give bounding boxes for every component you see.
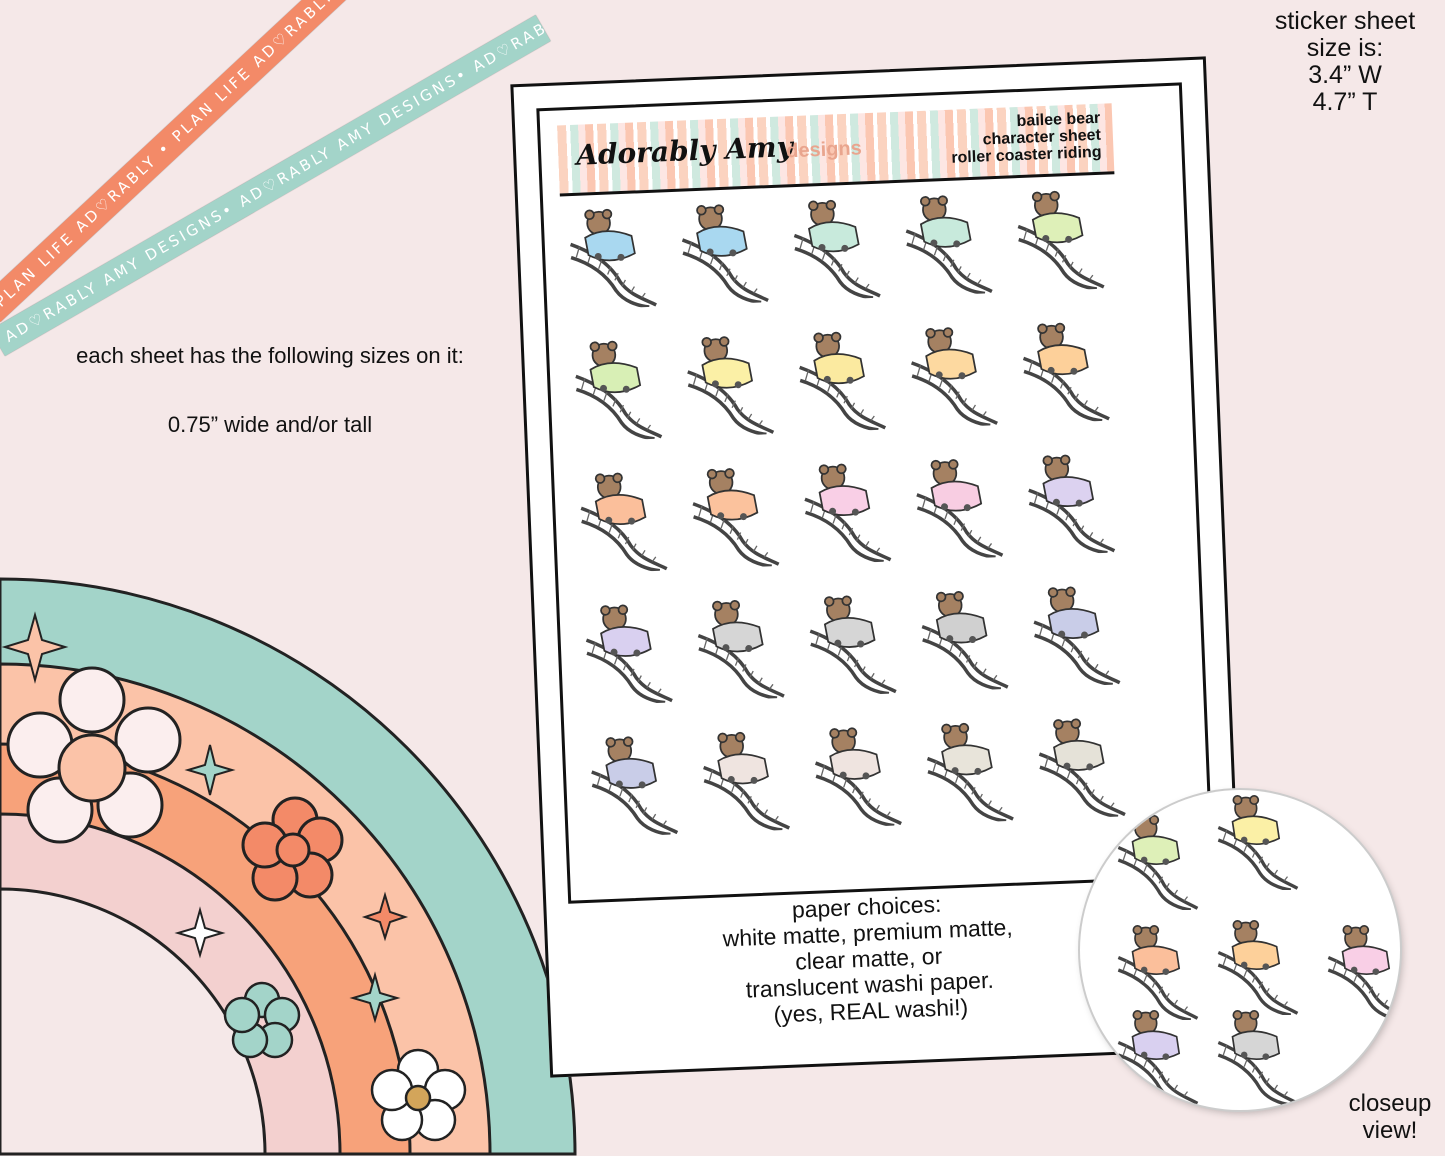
bear-coaster-sticker <box>580 472 668 573</box>
bear-coaster-sticker <box>799 331 887 432</box>
bear-coaster-sticker <box>585 604 673 705</box>
sticker <box>907 451 1024 587</box>
sticker <box>576 597 693 733</box>
closeup-line: view! <box>1362 1117 1418 1144</box>
size-line-1: sticker sheet <box>1274 7 1416 35</box>
sizes-heading: each sheet has the following sizes on it… <box>76 343 464 368</box>
bear-coaster-sticker <box>591 736 679 837</box>
closeup-sticker <box>1210 1005 1310 1110</box>
bear-coaster-sticker <box>687 336 775 437</box>
bear-coaster-sticker <box>1217 795 1299 892</box>
bear-coaster-sticker <box>1217 920 1299 1017</box>
sticker <box>789 324 906 460</box>
sticker <box>571 465 688 601</box>
closeup-line: closeup <box>1348 1090 1432 1117</box>
sticker <box>901 319 1018 455</box>
sticker <box>1013 315 1130 451</box>
sticker <box>581 729 698 865</box>
sticker <box>784 192 901 328</box>
sticker <box>672 196 789 332</box>
sticker <box>693 724 810 860</box>
sticker-grid <box>560 183 1146 865</box>
bear-coaster-sticker <box>1117 925 1199 1022</box>
flower-icon <box>223 981 301 1059</box>
sticker <box>1024 579 1141 715</box>
sticker <box>683 460 800 596</box>
bear-coaster-sticker <box>809 595 897 696</box>
bear-coaster-sticker <box>1017 190 1105 291</box>
bear-coaster-sticker <box>1327 925 1400 1022</box>
bear-coaster-sticker <box>905 195 993 296</box>
sticker <box>1008 183 1125 319</box>
sizes-value: 0.75” wide and/or tall <box>167 412 373 437</box>
sheet-title: bailee bear character sheet roller coast… <box>950 110 1102 167</box>
sticker <box>1029 711 1146 847</box>
bear-coaster-sticker <box>804 463 892 564</box>
paper-choices: paper choices: white matte, premium matt… <box>606 883 1131 1034</box>
closeup-sticker <box>1210 790 1310 895</box>
bear-coaster-sticker <box>569 208 657 309</box>
bear-coaster-sticker <box>1117 815 1199 912</box>
sticker-sheet: Adorably Amy designs bailee bear charact… <box>510 56 1246 1078</box>
bear-coaster-sticker <box>1217 1010 1299 1107</box>
closeup-sticker <box>1110 810 1210 915</box>
sticker <box>795 456 912 592</box>
bear-coaster-sticker <box>1022 322 1110 423</box>
bear-coaster-sticker <box>681 204 769 305</box>
sticker <box>688 592 805 728</box>
rainbow-inner <box>0 887 267 1156</box>
bear-coaster-sticker <box>814 727 902 828</box>
sticker <box>566 333 683 469</box>
flower-icon <box>241 796 344 902</box>
bear-coaster-sticker <box>926 722 1014 823</box>
sheet-size-info: sticker sheet size is: 3.4” W 4.7” T <box>1255 8 1435 116</box>
sticker <box>896 187 1013 323</box>
bear-coaster-sticker <box>1038 718 1126 819</box>
bear-coaster-sticker <box>1033 586 1121 687</box>
flower-icon <box>370 1048 467 1142</box>
sticker <box>805 720 922 856</box>
bear-coaster-sticker <box>575 340 663 441</box>
sticker <box>560 201 677 337</box>
bear-coaster-sticker <box>703 731 791 832</box>
bear-coaster-sticker <box>692 468 780 569</box>
sticker <box>677 328 794 464</box>
sparkle-icon <box>1 611 409 1024</box>
sticker <box>912 583 1029 719</box>
closeup-sticker <box>1320 920 1400 1025</box>
size-line-2: size is: <box>1306 34 1384 62</box>
smiley-flower-icon <box>6 666 182 844</box>
size-height: 4.7” T <box>1312 88 1378 116</box>
size-width: 3.4” W <box>1308 61 1382 89</box>
brand-suffix: designs <box>785 137 863 163</box>
closeup-label: closeup view! <box>1335 1090 1445 1144</box>
sticker <box>1018 447 1135 583</box>
closeup-sticker <box>1110 1005 1210 1110</box>
bear-coaster-sticker <box>921 591 1009 691</box>
bear-coaster-sticker <box>916 459 1004 560</box>
sticker <box>800 588 917 724</box>
closeup-circle <box>1080 790 1400 1110</box>
closeup-sticker <box>1110 920 1210 1025</box>
brand-logo: Adorably Amy <box>575 130 794 172</box>
bear-coaster-sticker <box>1028 454 1116 555</box>
bear-coaster-sticker <box>911 327 998 428</box>
bear-coaster-sticker <box>697 600 785 700</box>
sticker <box>917 715 1034 851</box>
bear-coaster-sticker <box>1117 1010 1199 1107</box>
bear-coaster-sticker <box>793 199 881 300</box>
closeup-sticker <box>1210 915 1310 1020</box>
